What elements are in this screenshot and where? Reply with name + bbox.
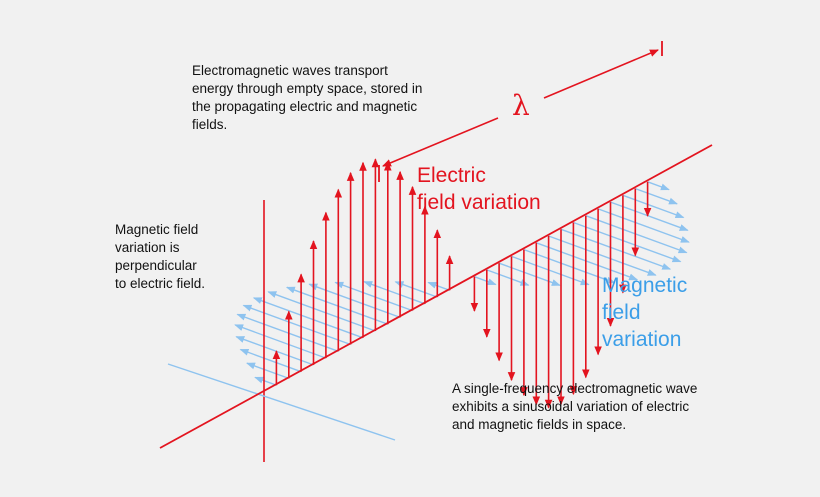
magnetic-field-arrow — [334, 281, 413, 312]
magnetic-field-arrow — [585, 215, 688, 254]
magnetic-field-label: Magnetic field variation — [602, 274, 688, 351]
magnetic-field-arrow — [486, 269, 530, 286]
magnetic-field-arrow — [548, 235, 657, 276]
magnetic-field-arrow — [267, 291, 376, 332]
magnetic-field-arrow — [308, 283, 401, 319]
magnetic-field-arrow — [560, 228, 672, 270]
electric-field-label: Electric field variation — [417, 164, 541, 214]
magnetic-field-arrow — [523, 248, 616, 284]
magnetic-field-arrow — [239, 348, 302, 373]
magnetic-field-arrow — [394, 281, 438, 298]
magnetic-field-arrow — [427, 281, 450, 291]
magnetic-axis — [167, 363, 396, 441]
wavelength-symbol: λ — [512, 89, 530, 122]
sinusoidal-variation-note: A single-frequency electromagnetic wave … — [452, 381, 698, 432]
magnetic-field-arrow — [252, 297, 364, 339]
electric-field-arrows — [272, 158, 652, 409]
magnetic-field-arrow — [573, 221, 682, 263]
magnetic-field-arrow — [622, 194, 685, 219]
magnetic-field-arrow — [254, 376, 277, 386]
magnetic-field-arrow — [246, 362, 290, 380]
magnetic-field-arrow — [236, 313, 339, 352]
magnetic-field-arrow — [285, 286, 389, 325]
energy-transport-note: Electromagnetic waves transport energy t… — [192, 63, 423, 132]
perpendicular-field-note: Magnetic field variation is perpendicula… — [115, 222, 206, 291]
magnetic-field-arrow — [235, 336, 314, 366]
wavelength-indicator — [378, 41, 663, 182]
magnetic-field-arrow — [511, 255, 590, 286]
propagation-axis — [159, 144, 713, 449]
magnetic-field-arrow — [635, 187, 678, 205]
magnetic-field-arrow — [242, 304, 351, 346]
magnetic-field-arrow — [498, 262, 561, 286]
magnetic-field-arrow — [647, 181, 670, 191]
magnetic-field-arrow — [597, 208, 690, 243]
magnetic-field-arrow — [363, 281, 426, 305]
magnetic-field-arrow — [234, 324, 327, 359]
magnetic-field-arrow — [474, 276, 497, 286]
magnetic-field-arrow — [536, 242, 639, 281]
magnetic-field-arrow — [610, 201, 689, 231]
